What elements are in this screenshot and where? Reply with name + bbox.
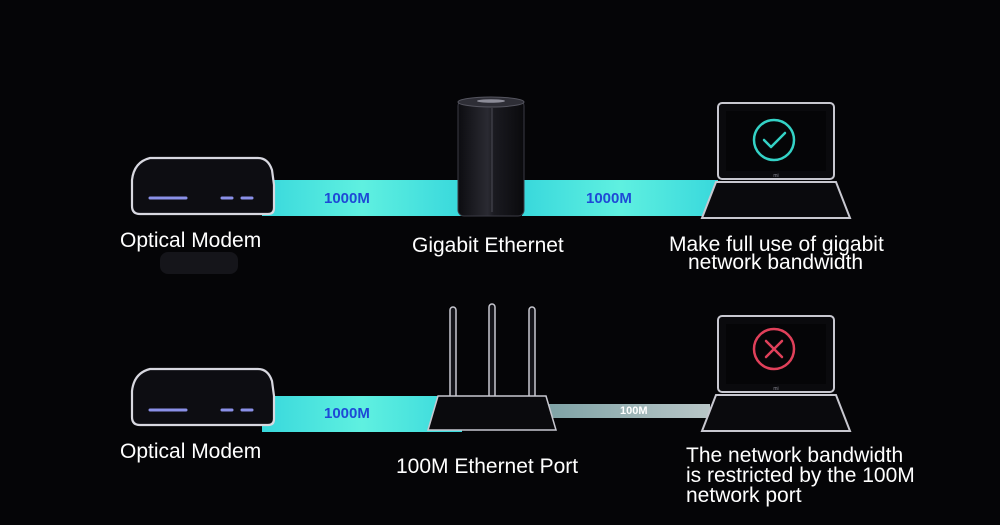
optical-modem-icon [130,156,276,216]
result-line: Make full use of gigabit [669,233,884,256]
cylinder-router-icon [457,96,525,217]
result-line: is restricted by the 100M [686,464,915,487]
link-speed-label: 1000M [586,190,632,207]
link-speed-label: 1000M [324,405,370,422]
antenna-router-icon [426,303,558,431]
link-router-to-laptop [522,180,718,216]
x-circle-icon [752,327,796,371]
link-modem-to-router [262,180,462,216]
device-label: Gigabit Ethernet [412,234,564,257]
svg-text:mi: mi [773,386,778,392]
result-line: The network bandwidth [686,444,904,467]
check-circle-icon [752,118,796,162]
modem-shadow [160,252,238,274]
link-speed-label: 100M [620,405,648,417]
svg-text:mi: mi [773,173,778,179]
result-line: network bandwidth [688,251,864,274]
laptop-icon: mi [700,315,852,432]
optical-modem-icon [130,367,276,427]
link-router-to-laptop [548,404,710,418]
result-line: network port [686,484,802,507]
modem-label: Optical Modem [120,229,262,252]
device-label: 100M Ethernet Port [396,455,579,478]
modem-label: Optical Modem [120,440,262,463]
link-speed-label: 1000M [324,190,370,207]
